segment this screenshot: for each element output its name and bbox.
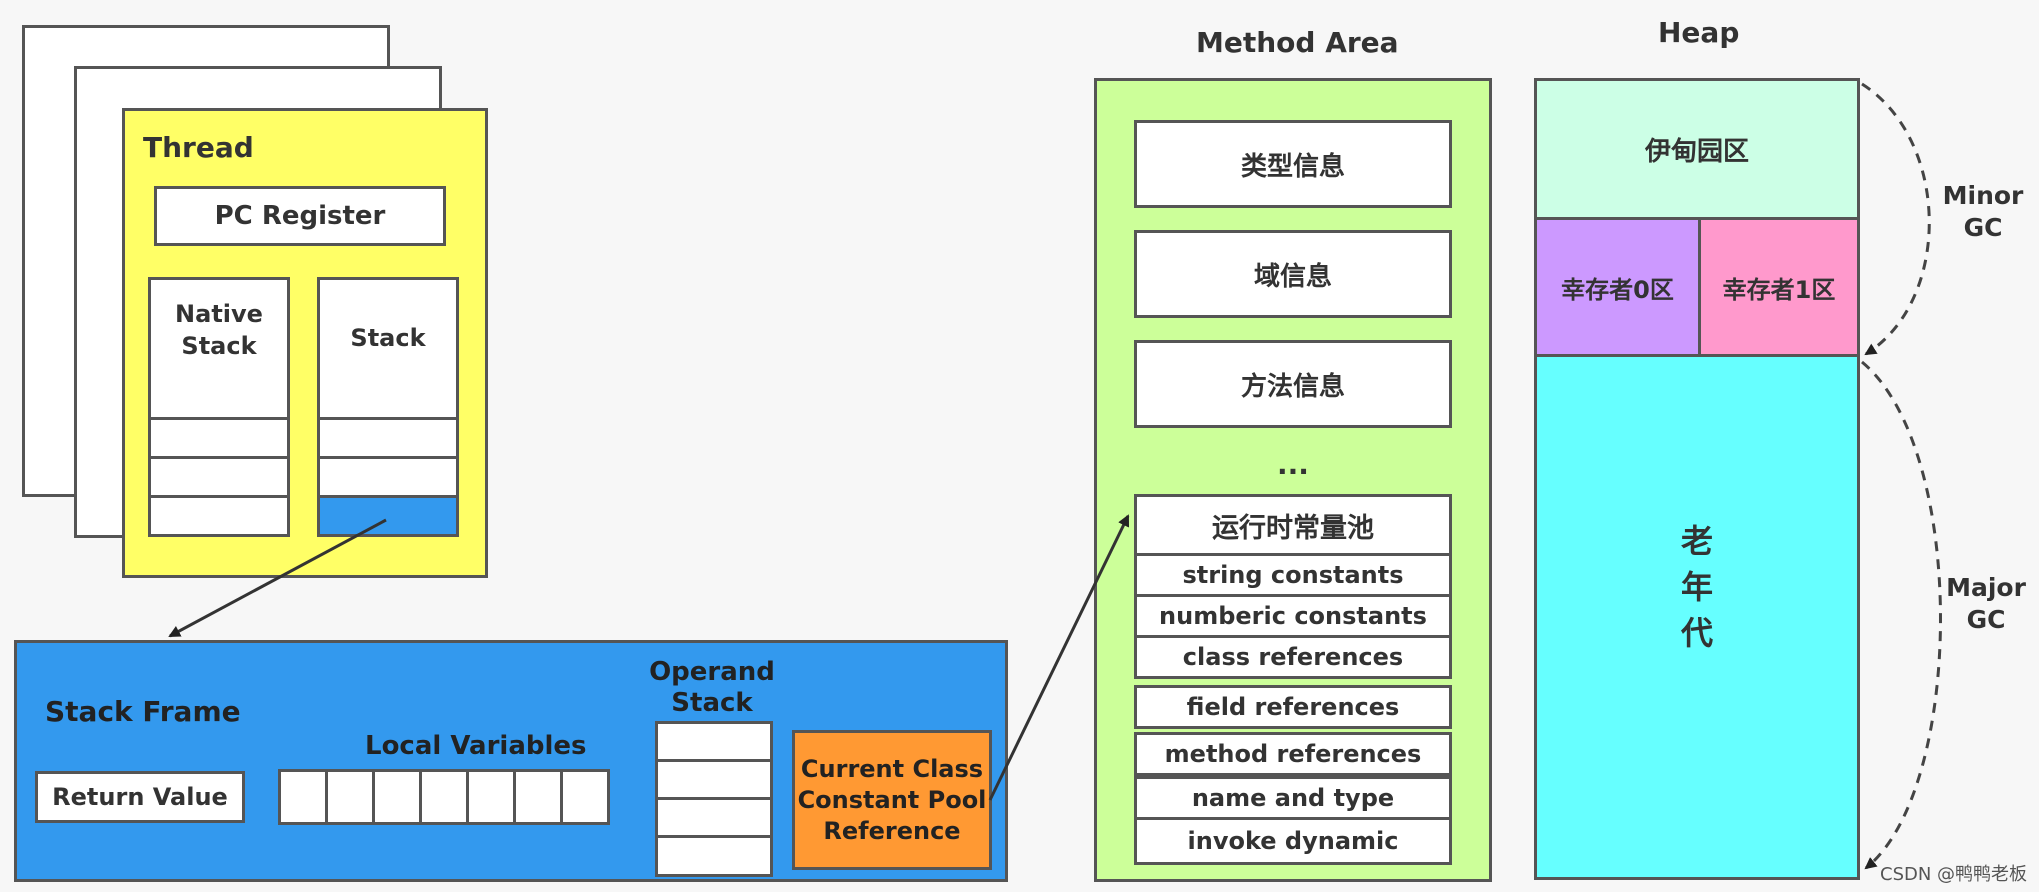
local-variable-cell xyxy=(513,769,563,825)
method-area-ellipsis: ... xyxy=(1277,447,1309,481)
local-variables-label: Local Variables xyxy=(365,731,587,761)
stack-slot-current xyxy=(317,495,459,537)
constant-pool-entry: name and type xyxy=(1134,776,1452,820)
survivor-1-region: 幸存者1区 xyxy=(1698,217,1860,357)
eden-label: 伊甸园区 xyxy=(1644,136,1749,167)
minor-gc-label: Minor GC xyxy=(1942,181,2024,242)
stack-label: Stack xyxy=(350,324,426,352)
constant-pool-entry: field references xyxy=(1134,685,1452,729)
constant-pool-entry: string constants xyxy=(1134,553,1452,597)
runtime-constant-pool-label: 运行时常量池 xyxy=(1212,512,1374,544)
operand-stack-cell xyxy=(655,797,773,838)
constant-pool-entry-label: string constants xyxy=(1182,561,1404,589)
pc-register-label: PC Register xyxy=(214,201,386,231)
operand-stack-cell xyxy=(655,759,773,800)
field-info-label: 域信息 xyxy=(1253,261,1332,292)
stack-slot xyxy=(317,417,459,459)
local-variable-cell xyxy=(466,769,516,825)
type-info-box: 类型信息 xyxy=(1134,120,1452,208)
constant-pool-entry: method references xyxy=(1134,732,1452,776)
csdn-watermark: CSDN @鸭鸭老板 xyxy=(1880,864,2028,885)
heap-title: Heap xyxy=(1658,16,1740,49)
minor-gc-arrow xyxy=(1861,82,1931,356)
native-stack-slot xyxy=(148,456,290,498)
method-info-box: 方法信息 xyxy=(1134,340,1452,428)
pc-register-box: PC Register xyxy=(154,186,446,246)
thread-title: Thread xyxy=(143,131,254,164)
survivor-1-label: 幸存者1区 xyxy=(1722,275,1836,304)
constant-pool-entry-label: name and type xyxy=(1191,784,1395,812)
constant-pool-entry-label: method references xyxy=(1164,740,1422,768)
runtime-constant-pool-header: 运行时常量池 xyxy=(1134,494,1452,556)
constant-pool-entry-label: field references xyxy=(1186,693,1400,721)
constant-pool-entry-label: class references xyxy=(1182,643,1404,671)
stack-frame-title: Stack Frame xyxy=(45,695,241,728)
current-class-constant-pool-reference-label: Current Class Constant Pool Reference xyxy=(797,754,987,845)
operand-stack-label: Operand Stack xyxy=(649,657,775,718)
native-stack-label: Native Stack xyxy=(175,300,263,360)
native-stack-slot xyxy=(148,417,290,459)
major-gc-label: Major GC xyxy=(1946,573,2026,634)
constant-pool-entry: numberic constants xyxy=(1134,594,1452,638)
constant-pool-entry-label: numberic constants xyxy=(1159,602,1427,630)
old-generation-label: 老 年 代 xyxy=(1680,522,1713,652)
eden-region: 伊甸园区 xyxy=(1534,78,1860,220)
return-value-box: Return Value xyxy=(35,771,245,823)
local-variable-cell xyxy=(278,769,328,825)
survivor-0-label: 幸存者0区 xyxy=(1561,275,1674,304)
operand-stack-cell xyxy=(655,835,773,877)
native-stack-slot xyxy=(148,495,290,537)
current-class-constant-pool-reference-box: Current Class Constant Pool Reference xyxy=(792,730,992,870)
major-gc-arrow xyxy=(1861,360,1942,870)
operand-stack-cell xyxy=(655,721,773,762)
type-info-label: 类型信息 xyxy=(1240,151,1345,182)
field-info-box: 域信息 xyxy=(1134,230,1452,318)
old-generation-region: 老 年 代 xyxy=(1534,354,1860,880)
constant-pool-entry: invoke dynamic xyxy=(1134,817,1452,865)
local-variable-cell xyxy=(372,769,422,825)
survivor-0-region: 幸存者0区 xyxy=(1534,217,1701,357)
local-variable-cell xyxy=(419,769,469,825)
local-variable-cell xyxy=(560,769,610,825)
constant-pool-entry-label: invoke dynamic xyxy=(1187,827,1399,855)
stack-slot xyxy=(317,456,459,498)
return-value-label: Return Value xyxy=(52,783,228,811)
local-variable-cell xyxy=(325,769,375,825)
method-info-label: 方法信息 xyxy=(1240,371,1345,402)
constant-pool-entry: class references xyxy=(1134,635,1452,679)
method-area-title: Method Area xyxy=(1196,26,1399,59)
